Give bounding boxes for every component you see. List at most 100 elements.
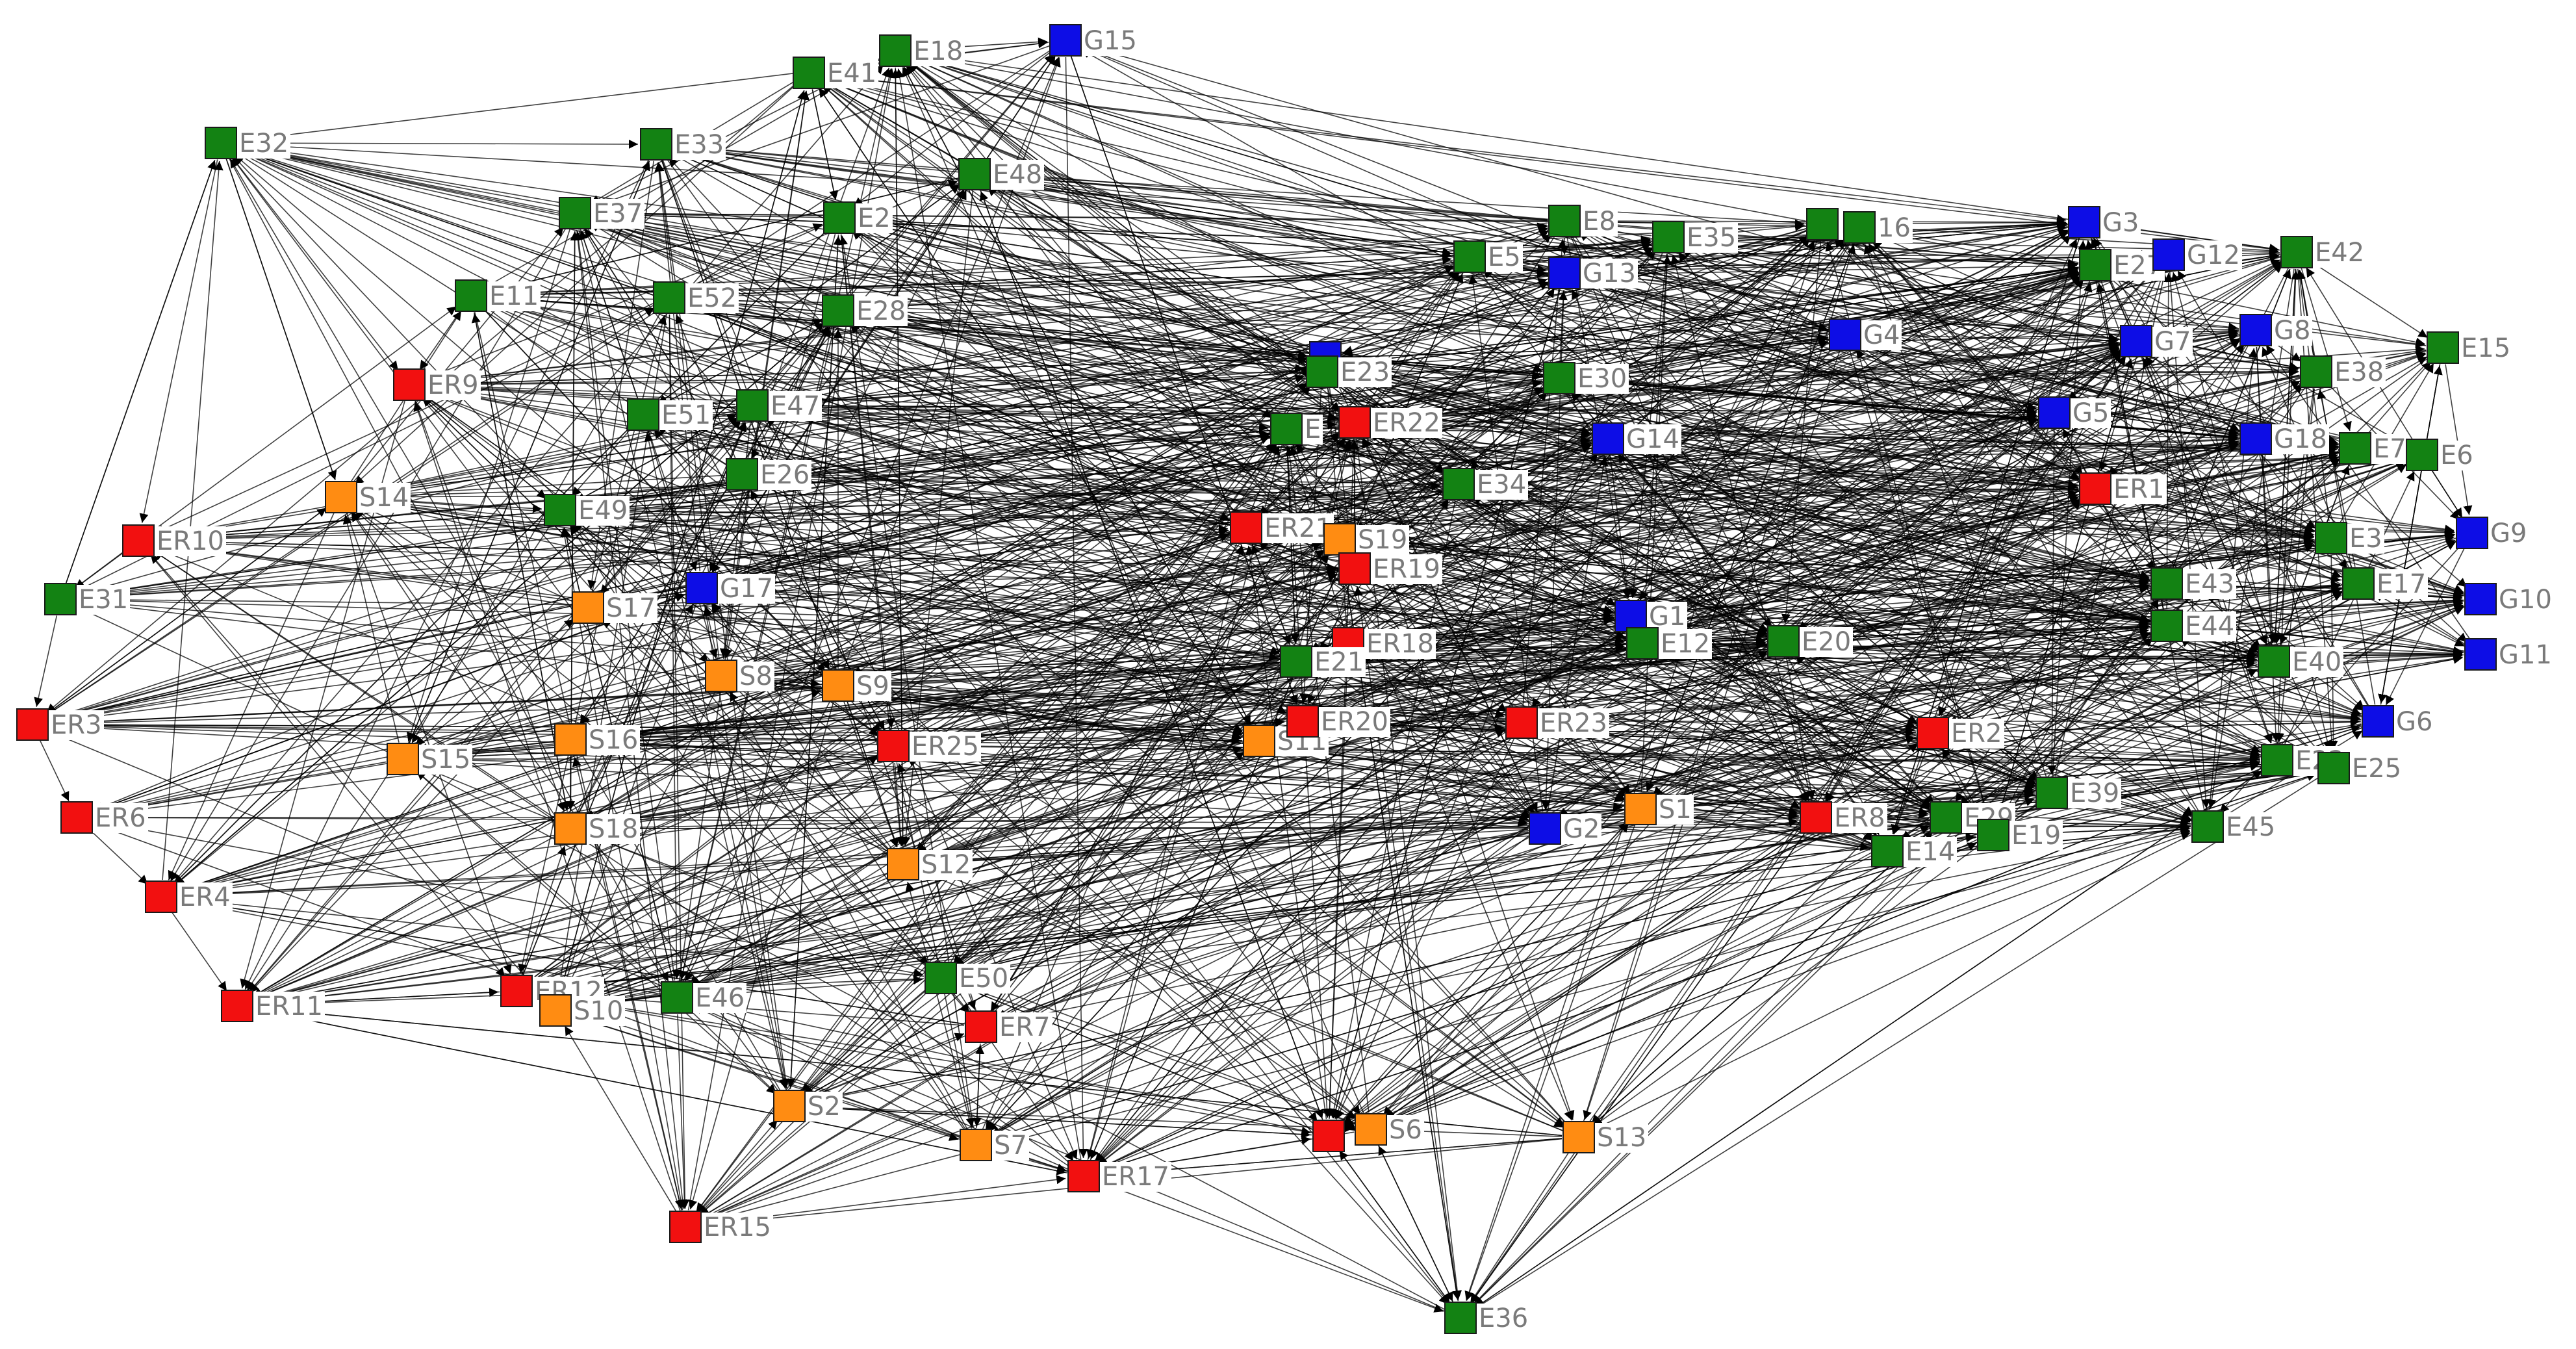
node-e12[interactable] xyxy=(1626,627,1659,660)
node-e31[interactable] xyxy=(44,583,77,615)
node-e30[interactable] xyxy=(1543,362,1575,394)
node-s7[interactable] xyxy=(960,1129,992,1161)
node-s18[interactable] xyxy=(554,812,587,845)
node-s8[interactable] xyxy=(705,660,737,692)
node-er23[interactable] xyxy=(1505,706,1538,739)
node-s13[interactable] xyxy=(1562,1121,1595,1153)
node-er3[interactable] xyxy=(16,708,49,741)
node-g18[interactable] xyxy=(2239,422,2272,455)
node-e2[interactable] xyxy=(823,201,856,234)
node-s14[interactable] xyxy=(325,481,357,513)
node-er2[interactable] xyxy=(1917,717,1949,749)
node-er11[interactable] xyxy=(221,990,253,1022)
node-e48[interactable] xyxy=(958,158,991,190)
node-e40[interactable] xyxy=(2258,645,2290,678)
node-er8[interactable] xyxy=(1800,801,1832,834)
node-g3[interactable] xyxy=(2068,206,2100,238)
node-s9[interactable] xyxy=(822,669,854,702)
node-s11[interactable] xyxy=(1243,725,1275,757)
node-e19[interactable] xyxy=(1977,819,2009,851)
node-s15[interactable] xyxy=(387,743,419,775)
node-e6[interactable] xyxy=(2406,439,2438,471)
node-e11[interactable] xyxy=(455,279,487,312)
node-e23[interactable] xyxy=(1306,355,1338,388)
node-er1[interactable] xyxy=(2079,472,2111,505)
node-er21[interactable] xyxy=(1230,511,1262,544)
node-er22[interactable] xyxy=(1338,406,1371,439)
node-er25[interactable] xyxy=(877,730,910,762)
node-e39[interactable] xyxy=(2035,777,2068,809)
node-er17[interactable] xyxy=(1067,1160,1100,1192)
node-er20[interactable] xyxy=(1286,705,1319,738)
node-s2[interactable] xyxy=(773,1090,806,1122)
node-e38[interactable] xyxy=(2300,355,2332,388)
node-e34[interactable] xyxy=(1442,468,1475,500)
node-e24[interactable] xyxy=(1806,208,1839,240)
node-e44[interactable] xyxy=(2150,610,2183,642)
node-er12[interactable] xyxy=(500,975,533,1007)
node-er19[interactable] xyxy=(1338,552,1371,585)
node-er4[interactable] xyxy=(145,880,177,913)
node-e28[interactable] xyxy=(822,294,854,327)
node-g14[interactable] xyxy=(1592,422,1624,455)
node-e29[interactable] xyxy=(1930,801,1962,834)
node-e20[interactable] xyxy=(1767,625,1800,658)
node-er10[interactable] xyxy=(122,524,155,557)
node-g4[interactable] xyxy=(1829,318,1861,351)
node-e5[interactable] xyxy=(1453,240,1486,273)
node-e47[interactable] xyxy=(736,389,769,422)
node-e7[interactable] xyxy=(2339,432,2371,465)
node-e18[interactable] xyxy=(879,34,912,67)
node-g9[interactable] xyxy=(2456,517,2488,549)
node-s16[interactable] xyxy=(554,723,587,756)
node-e16[interactable] xyxy=(1843,211,1876,244)
node-g8[interactable] xyxy=(2239,314,2272,346)
node-e25[interactable] xyxy=(2317,752,2350,784)
node-s17[interactable] xyxy=(572,591,604,624)
node-g10[interactable] xyxy=(2464,583,2497,615)
node-e46[interactable] xyxy=(661,981,693,1014)
node-g12[interactable] xyxy=(2152,238,2185,271)
node-g5[interactable] xyxy=(2038,396,2071,429)
node-e26[interactable] xyxy=(726,458,758,491)
node-s6[interactable] xyxy=(1355,1113,1387,1146)
node-er9[interactable] xyxy=(393,368,426,401)
node-g11[interactable] xyxy=(2464,638,2497,671)
node-e51[interactable] xyxy=(627,398,659,431)
node-e17[interactable] xyxy=(2342,567,2375,600)
node-e21[interactable] xyxy=(1280,645,1312,678)
node-er6[interactable] xyxy=(60,801,93,834)
node-e45[interactable] xyxy=(2191,810,2224,843)
node-g7[interactable] xyxy=(2120,325,2152,357)
node-e37[interactable] xyxy=(559,197,591,229)
node-s12[interactable] xyxy=(887,848,919,880)
node-er7[interactable] xyxy=(965,1010,997,1043)
node-e52[interactable] xyxy=(653,281,685,314)
node-e3[interactable] xyxy=(2315,522,2347,554)
node-e27[interactable] xyxy=(2079,249,2111,281)
node-e49[interactable] xyxy=(544,494,576,526)
node-e22[interactable] xyxy=(2261,744,2293,777)
node-g13[interactable] xyxy=(1548,257,1581,289)
node-e14[interactable] xyxy=(1871,835,1904,867)
node-s1[interactable] xyxy=(1624,793,1657,825)
node-g15[interactable] xyxy=(1049,24,1082,57)
node-e32[interactable] xyxy=(205,127,237,159)
node-s10[interactable] xyxy=(539,994,572,1027)
node-e33[interactable] xyxy=(640,128,672,161)
node-e50[interactable] xyxy=(925,962,957,994)
node-g2[interactable] xyxy=(1529,812,1561,845)
node-g1[interactable] xyxy=(1614,600,1647,632)
node-e42[interactable] xyxy=(2280,236,2313,268)
node-s19[interactable] xyxy=(1323,523,1356,556)
node-e36[interactable] xyxy=(1444,1302,1477,1334)
node-e4[interactable] xyxy=(1270,413,1303,445)
node-g17[interactable] xyxy=(685,572,718,604)
node-er15[interactable] xyxy=(669,1211,702,1243)
node-e15[interactable] xyxy=(2427,331,2459,364)
node-g6[interactable] xyxy=(2362,705,2394,738)
node-e8[interactable] xyxy=(1548,205,1581,237)
node-er5[interactable] xyxy=(1312,1120,1345,1152)
node-e35[interactable] xyxy=(1652,221,1685,253)
node-e43[interactable] xyxy=(2150,567,2183,600)
